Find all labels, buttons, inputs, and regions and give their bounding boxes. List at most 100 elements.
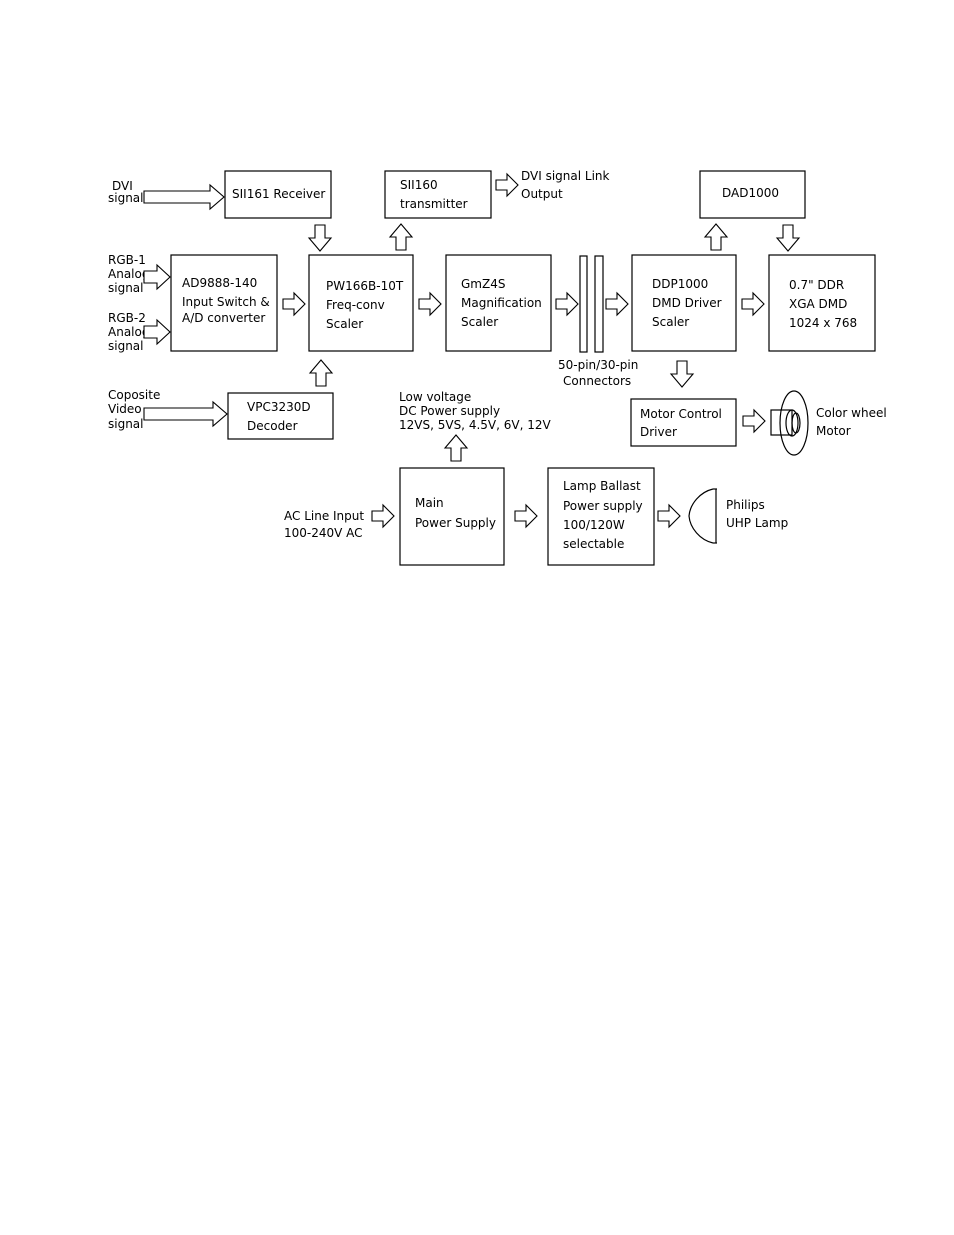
svg-text:100-240V AC: 100-240V AC [284, 526, 363, 540]
block-text: Driver [640, 425, 677, 439]
dvi-input-arrow [143, 183, 225, 211]
ddp-to-motor-arrow [669, 360, 695, 388]
block-text: 1024 x 768 [789, 316, 857, 330]
rgb2-input-label: RGB-2 Analog signal [108, 311, 149, 353]
block-text: Scaler [461, 315, 498, 329]
block-text: Power Supply [415, 516, 496, 530]
dvi-output-arrow [495, 172, 519, 198]
block-text: 0.7" DDR [789, 278, 844, 292]
block-text: PW166B-10T [326, 279, 404, 293]
block-text: 100/120W [563, 518, 625, 532]
block-text: SII161 Receiver [232, 187, 325, 201]
svg-text:Output: Output [521, 187, 563, 201]
color-wheel-icon [770, 390, 809, 456]
connector-to-ddp-arrow [605, 291, 629, 317]
svg-text:DVI: DVI [112, 179, 133, 193]
dvi-output-label: DVI signal Link Output [521, 169, 610, 201]
ac-input-arrow [371, 503, 395, 529]
color-wheel-label: Color wheel Motor [816, 406, 887, 438]
ad9888-block: AD9888-140 Input Switch & A/D converter [170, 254, 278, 352]
block-text: Lamp Ballast [563, 479, 641, 493]
svg-text:RGB-1: RGB-1 [108, 253, 146, 267]
main-ps-to-ballast-arrow [514, 503, 538, 529]
block-text: SII160 [400, 178, 438, 192]
block-text: Scaler [326, 317, 363, 331]
svg-text:Color wheel: Color wheel [816, 406, 887, 420]
ddp-to-dad-arrow [703, 223, 729, 251]
svg-text:signal: signal [108, 281, 144, 295]
lamp-ballast-block: Lamp Ballast Power supply 100/120W selec… [547, 467, 655, 566]
gmz4s-scaler-block: GmZ4S Magnification Scaler [445, 254, 552, 352]
connectors-symbol [579, 255, 604, 353]
block-text: Power supply [563, 499, 643, 513]
svg-text:Motor: Motor [816, 424, 851, 438]
svg-text:Analog: Analog [108, 325, 149, 339]
svg-text:DC Power supply: DC Power supply [399, 404, 500, 418]
svg-text:Analog: Analog [108, 267, 149, 281]
dad-to-dmd-arrow [775, 224, 801, 252]
rgb1-input-label: RGB-1 Analog signal [108, 253, 149, 295]
svg-text:12VS, 5VS, 4.5V, 6V, 12V: 12VS, 5VS, 4.5V, 6V, 12V [399, 418, 551, 432]
sii161-receiver-block: SII161 Receiver [224, 170, 332, 219]
ballast-to-lamp-arrow [657, 503, 681, 529]
dmd-block: 0.7" DDR XGA DMD 1024 x 768 [768, 254, 876, 352]
block-text: GmZ4S [461, 277, 505, 291]
block-text: DDP1000 [652, 277, 708, 291]
ddp-to-dmd-arrow [741, 291, 765, 317]
motor-driver-to-wheel-arrow [742, 408, 766, 434]
svg-text:RGB-2: RGB-2 [108, 311, 146, 325]
svg-text:Coposite: Coposite [108, 388, 160, 402]
block-text: DMD Driver [652, 296, 722, 310]
ac-line-input-label: AC Line Input 100-240V AC [284, 509, 364, 540]
svg-text:signal: signal [108, 417, 144, 431]
block-text: Freq-conv [326, 298, 385, 312]
motor-control-driver-block: Motor Control Driver [630, 398, 737, 447]
svg-text:Video: Video [108, 402, 142, 416]
pw166-to-gm-arrow [418, 291, 442, 317]
block-text: DAD1000 [722, 186, 779, 200]
block-text: Scaler [652, 315, 689, 329]
uhp-lamp-icon [688, 488, 717, 544]
sii160-transmitter-block: SII160 transmitter [384, 170, 492, 219]
block-text: A/D converter [182, 311, 265, 325]
ddp1000-block: DDP1000 DMD Driver Scaler [631, 254, 737, 352]
block-text: Magnification [461, 296, 542, 310]
rgb2-input-arrow [143, 318, 171, 346]
connectors-label: 50-pin/30-pin Connectors [558, 358, 638, 388]
pw166-to-sii160-arrow [388, 223, 414, 251]
svg-text:UHP Lamp: UHP Lamp [726, 516, 788, 530]
block-text: VPC3230D [247, 400, 311, 414]
main-ps-to-low-voltage-arrow [443, 434, 469, 462]
block-text: XGA DMD [789, 297, 847, 311]
block-text: AD9888-140 [182, 276, 257, 290]
dad1000-block: DAD1000 [699, 170, 806, 219]
low-voltage-label: Low voltage DC Power supply 12VS, 5VS, 4… [399, 390, 551, 432]
vpc-to-pw166-arrow [308, 359, 334, 387]
block-text: Motor Control [640, 407, 722, 421]
block-text: Decoder [247, 419, 298, 433]
ad9888-to-pw166-arrow [282, 291, 306, 317]
lamp-label: Philips UHP Lamp [726, 498, 788, 530]
rgb1-input-arrow [143, 263, 171, 291]
svg-text:Low voltage: Low voltage [399, 390, 471, 404]
svg-text:signal: signal [108, 191, 144, 205]
svg-text:signal: signal [108, 339, 144, 353]
svg-text:DVI signal Link: DVI signal Link [521, 169, 610, 183]
pw166-scaler-block: PW166B-10T Freq-conv Scaler [308, 254, 414, 352]
gm-to-connector-arrow [555, 291, 579, 317]
svg-text:Connectors: Connectors [563, 374, 631, 388]
block-text: Input Switch & [182, 295, 270, 309]
sii161-to-pw166-arrow [307, 224, 333, 252]
block-text: Main [415, 496, 444, 510]
main-power-supply-block: Main Power Supply [399, 467, 505, 566]
svg-text:Philips: Philips [726, 498, 765, 512]
composite-input-label: Coposite Video signal [108, 388, 160, 431]
svg-text:50-pin/30-pin: 50-pin/30-pin [558, 358, 638, 372]
vpc3230d-decoder-block: VPC3230D Decoder [227, 392, 334, 440]
block-text: transmitter [400, 197, 468, 211]
composite-input-arrow [143, 400, 228, 428]
dvi-input-label: DVI signal [108, 179, 144, 205]
block-text: selectable [563, 537, 624, 551]
svg-text:AC Line Input: AC Line Input [284, 509, 364, 523]
